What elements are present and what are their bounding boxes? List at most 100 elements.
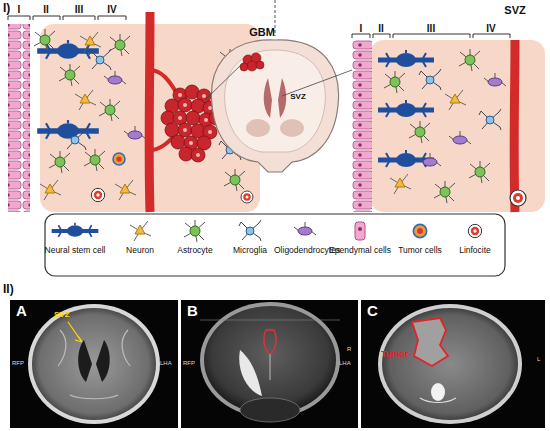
tissue-panel-right-use (484, 73, 506, 86)
legend-text: Tumor cells (389, 246, 451, 255)
brain-section-path (205, 60, 246, 100)
tissue-panel-right-use (469, 161, 490, 183)
tissue-panel-left-use (219, 49, 240, 71)
tissue-panel-right-use (378, 100, 434, 117)
tissue-panel-left-g-circle (204, 118, 208, 122)
tissue-panel-left-use (34, 29, 55, 51)
tissue-panel-left-use (40, 180, 61, 200)
region-label: GBM (249, 26, 275, 38)
tissue-panel-left-g-circle (197, 89, 211, 103)
tissue-panel-left-g-circle (178, 98, 192, 112)
region-label: III (427, 23, 435, 34)
tissue-panel-right-use (378, 50, 434, 67)
tissue-panel-right (352, 40, 545, 212)
brain-section-path (225, 50, 326, 152)
tissue-panel-left-use (49, 151, 70, 173)
tissue-panel-left-path (145, 12, 155, 212)
tissue-panel-left-use (59, 64, 80, 86)
tissue-panel-left-use (241, 191, 253, 203)
tissue-panel-left-g-circle (203, 101, 217, 115)
tissue-panel-right-rect (352, 40, 372, 212)
tissue-panel-left-g-circle (191, 124, 205, 138)
tissue-panel-left-g-circle (199, 113, 213, 127)
tissue-panel-left-g-circle (183, 128, 187, 132)
panel-letter: A (16, 303, 27, 320)
legend-box-use (52, 223, 99, 237)
tissue-panel-right-use (384, 71, 405, 93)
brain-section (205, 40, 352, 172)
tissue-panel-left-use (214, 86, 236, 99)
tissue-panel-left-g (161, 85, 223, 162)
tissue-panel-left-use (89, 49, 111, 70)
tissue-panel-left-rect (8, 24, 30, 212)
legend-box-use (355, 222, 365, 240)
region-label: IV (107, 4, 116, 15)
tissue-panel-right-use (445, 90, 466, 110)
tissue-panel-left-use (37, 40, 99, 59)
image-annotation: R (347, 346, 351, 353)
image-annotation: L (537, 356, 540, 363)
legend-text: Neural stem cell (44, 246, 106, 255)
tissue-panel-right-path (510, 40, 520, 212)
tissue-panel-left-use (115, 180, 136, 200)
tissue-panel-right-use (419, 153, 441, 166)
tissue-panel-left-g-circle (173, 88, 187, 102)
tissue-panel-right-rect (370, 40, 545, 212)
tissue-panel-left-g-circle (189, 141, 193, 145)
image-annotation: SVZ (54, 311, 70, 320)
part-label: I) (3, 2, 10, 15)
brain-section-ellipse (246, 119, 270, 137)
tissue-panel-right-use (510, 190, 526, 206)
image-annotation: RFP (12, 360, 24, 367)
tissue-panel-left-g-circle (208, 106, 212, 110)
legend-text: Ependymal cells (329, 246, 391, 255)
tissue-panel-left-g-circle (165, 99, 179, 113)
brain-section-g-circle (243, 55, 253, 65)
tissue-panel-left-g (178, 93, 212, 157)
tissue-panel-right-use (434, 181, 455, 203)
mri-panel: BRFPLHAR (181, 300, 358, 428)
image-annotation: Tumor (381, 350, 408, 360)
image-annotation: LHA (160, 360, 172, 367)
tissue-panel-right-use (459, 49, 480, 71)
legend-text: Astrocyte (164, 246, 226, 255)
tissue-panel-right-use (419, 69, 441, 90)
tissue-panel-left-g-circle (202, 94, 206, 98)
bracket-path (352, 34, 510, 38)
tissue-panel-left-use (113, 153, 125, 165)
legend-box-rect (45, 214, 505, 276)
tissue-panel-left-use (91, 188, 104, 201)
tissue-panel-left-g-circle (179, 147, 193, 161)
legend-box-use (130, 221, 151, 241)
tissue-panel-left-g-circle (196, 153, 200, 157)
legend-box-use (413, 224, 426, 237)
legend-box (45, 214, 505, 276)
tissue-panel-left-g-circle (191, 99, 205, 113)
region-label: SVZ (290, 93, 306, 102)
brain-section-ellipse (280, 119, 304, 137)
region-label: IV (486, 23, 495, 34)
tissue-panel-left-g-circle (185, 85, 199, 99)
region-label: SVZ (504, 4, 525, 16)
mri-panel: C TumorL (361, 300, 545, 428)
tissue-panel-left (8, 12, 260, 212)
tissue-panel-left-path (150, 70, 176, 150)
brain-section-path (211, 40, 338, 172)
tissue-panel-left-g-circle (191, 148, 205, 162)
tissue-panel-left-use (224, 169, 245, 191)
legend-text: Linfocite (444, 246, 506, 255)
legend-box-use (468, 224, 481, 237)
tissue-panel-left-g-circle (197, 136, 211, 150)
tissue-panel-left-g-circle (209, 111, 223, 125)
tissue-panel-left-g-circle (186, 111, 200, 125)
brain-section-g-circle (247, 61, 257, 71)
region-label: I (18, 4, 21, 15)
bracket-path (8, 16, 126, 20)
panel-letter: C (367, 303, 378, 320)
tissue-panel-left-g-circle (208, 130, 212, 134)
tissue-panel-left-use (37, 120, 99, 139)
tissue-panel-left-g-circle (171, 135, 185, 149)
tissue-panel-right-use (449, 131, 471, 144)
brain-section-g-circle (256, 61, 264, 69)
tissue-panel-right-use (390, 174, 411, 194)
